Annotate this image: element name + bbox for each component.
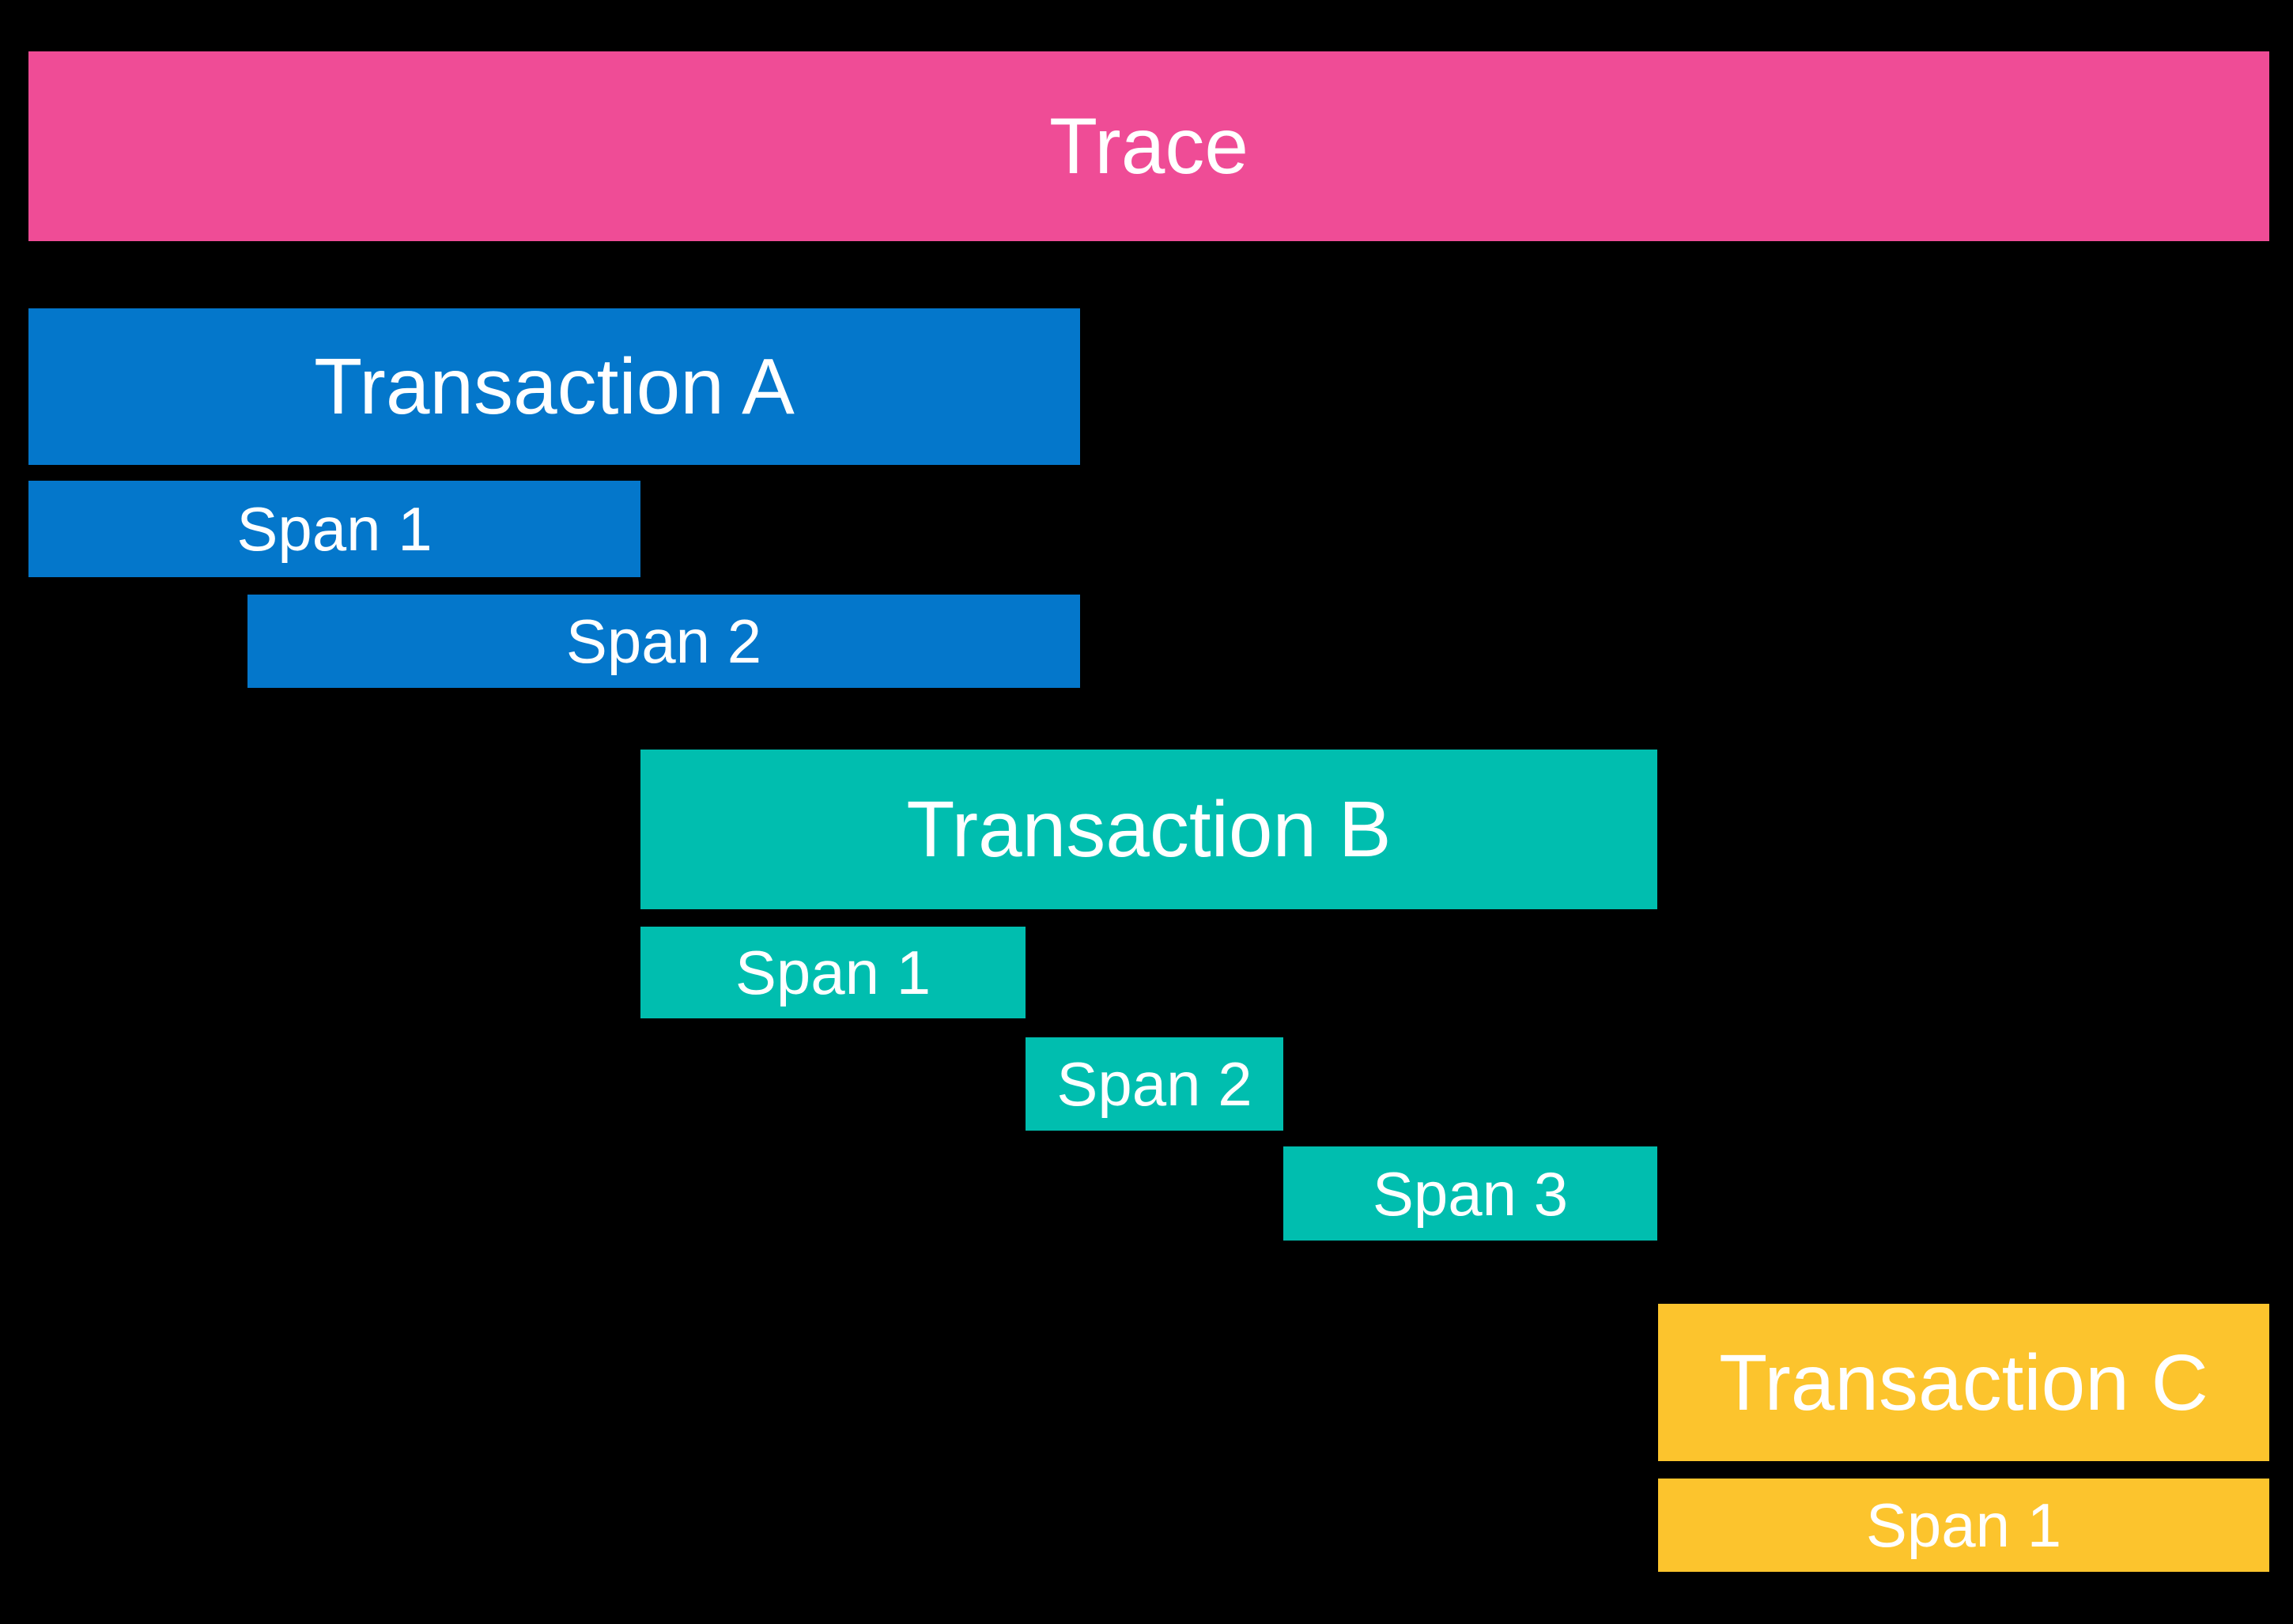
transaction-a-span-1-bar: Span 1 (28, 481, 640, 577)
transaction-a-span-2-bar: Span 2 (247, 595, 1080, 688)
transaction-b-span-3-bar: Span 3 (1283, 1146, 1657, 1241)
trace-bar: Trace (28, 51, 2269, 241)
transaction-b-span-2-label: Span 2 (1056, 1049, 1252, 1119)
transaction-a-bar: Transaction A (28, 308, 1080, 465)
transaction-a-span-1-label: Span 1 (236, 494, 433, 564)
transaction-c-span-1-bar: Span 1 (1658, 1479, 2269, 1572)
transaction-b-span-3-label: Span 3 (1372, 1158, 1569, 1229)
transaction-b-span-1-label: Span 1 (735, 938, 931, 1007)
trace-label: Trace (1049, 102, 1248, 191)
transaction-b-span-2-bar: Span 2 (1026, 1037, 1283, 1131)
transaction-b-label: Transaction B (906, 785, 1392, 874)
transaction-c-span-1-label: Span 1 (1865, 1490, 2062, 1560)
transaction-c-bar: Transaction C (1658, 1304, 2269, 1461)
transaction-a-span-2-label: Span 2 (565, 606, 762, 676)
transaction-c-label: Transaction C (1719, 1338, 2208, 1427)
transaction-b-bar: Transaction B (640, 750, 1657, 909)
transaction-b-span-1-bar: Span 1 (640, 927, 1026, 1018)
transaction-a-label: Transaction A (314, 342, 795, 431)
